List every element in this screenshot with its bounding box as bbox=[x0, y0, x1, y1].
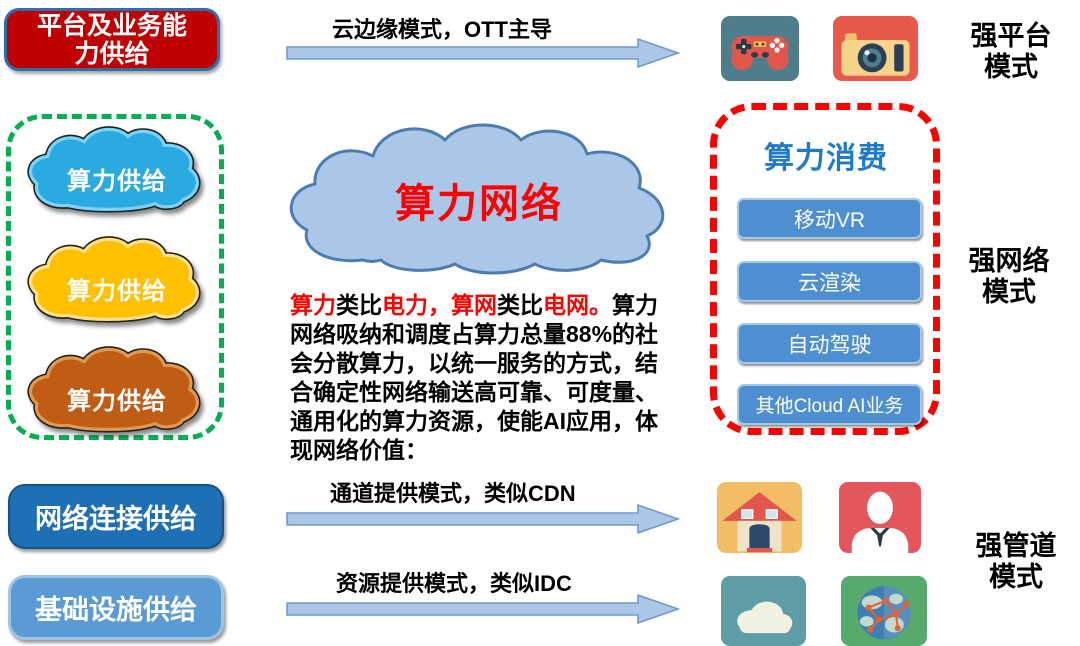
paragraph-red-segment: 电网。 bbox=[543, 292, 612, 318]
globe-network-icon bbox=[841, 576, 927, 646]
cloud-icon bbox=[721, 576, 806, 646]
mode-label-network: 强网络 模式 bbox=[948, 246, 1070, 308]
computing-network-title: 算力网络 bbox=[395, 182, 563, 226]
right-arrow-icon bbox=[286, 37, 681, 69]
supply-cloud-blue: 算力供给 bbox=[18, 120, 216, 220]
consumption-title: 算力消费 bbox=[764, 142, 888, 175]
paragraph-segment: 类比 bbox=[336, 292, 382, 318]
consumption-item-autonomous-driving: 自动驾驶 bbox=[737, 323, 922, 364]
paragraph-red-segment: 电力，算网 bbox=[382, 292, 497, 318]
paragraph-segment: 网络吸纳和调度占算力总量88%的社 bbox=[290, 321, 659, 347]
arrow-label-channel: 通道提供模式，类似CDN bbox=[330, 481, 576, 506]
platform-supply-line2: 力供给 bbox=[74, 39, 150, 68]
paragraph-segment: 算力 bbox=[612, 292, 658, 318]
infrastructure-supply-box: 基础设施供给 bbox=[8, 575, 224, 640]
arrow-channel-mode bbox=[286, 503, 681, 535]
supply-cloud-label: 算力供给 bbox=[67, 277, 167, 305]
right-arrow-icon bbox=[286, 593, 681, 625]
computing-network-cloud: 算力网络 bbox=[278, 112, 680, 284]
supply-cloud-label: 算力供给 bbox=[67, 387, 167, 415]
consumption-group-frame bbox=[710, 103, 940, 435]
mode-pipe-line1: 强管道 bbox=[975, 531, 1057, 561]
supply-cloud-label: 算力供给 bbox=[67, 167, 167, 195]
consumption-item-cloud-rendering: 云渲染 bbox=[737, 261, 922, 302]
mode-platform-line2: 模式 bbox=[984, 52, 1038, 82]
supply-cloud-brown: 算力供给 bbox=[18, 340, 216, 440]
platform-supply-box: 平台及业务能 力供给 bbox=[4, 8, 220, 71]
mode-platform-line1: 强平台 bbox=[970, 21, 1052, 51]
consumption-item-mobile-vr: 移动VR bbox=[737, 198, 922, 239]
big-cloud-icon bbox=[289, 123, 665, 275]
platform-supply-line1: 平台及业务能 bbox=[36, 11, 187, 40]
arrow-resource-mode bbox=[286, 593, 681, 625]
paragraph-red-segment: 算力 bbox=[290, 292, 336, 318]
arrow-label-resource: 资源提供模式，类似IDC bbox=[336, 571, 572, 596]
right-arrow-icon bbox=[286, 503, 681, 535]
arrow-label-cloud-edge: 云边缘模式，OTT主导 bbox=[332, 17, 552, 42]
paragraph-segment: 合确定性网络输送高可靠、可度量、 bbox=[290, 379, 658, 405]
paragraph-segment: 会分散算力，以统一服务的方式，结 bbox=[290, 350, 658, 376]
paragraph-segment: 类比 bbox=[497, 292, 543, 318]
house-icon bbox=[717, 482, 802, 553]
mode-label-pipe: 强管道 模式 bbox=[955, 531, 1077, 593]
consumption-item-other-cloud-ai: 其他Cloud AI业务 bbox=[737, 384, 922, 425]
mode-network-line1: 强网络 bbox=[968, 246, 1050, 276]
mode-network-line2: 模式 bbox=[982, 277, 1036, 307]
paragraph-segment: 现网络价值： bbox=[290, 437, 428, 463]
supply-cloud-yellow: 算力供给 bbox=[18, 230, 216, 330]
arrow-cloud-edge-mode bbox=[286, 37, 681, 69]
supply-group-frame bbox=[6, 114, 224, 440]
network-connection-supply-box: 网络连接供给 bbox=[8, 484, 224, 549]
mode-label-platform: 强平台 模式 bbox=[950, 21, 1072, 83]
analogy-paragraph: 算力类比电力，算网类比电网。算力网络吸纳和调度占算力总量88%的社会分散算力，以… bbox=[290, 291, 690, 465]
mode-pipe-line2: 模式 bbox=[989, 562, 1043, 592]
businessman-icon bbox=[839, 482, 921, 553]
paragraph-segment: 通用化的算力资源，使能AI应用，体 bbox=[290, 408, 658, 434]
game-controller-icon bbox=[721, 16, 799, 81]
camera-icon bbox=[833, 16, 918, 81]
